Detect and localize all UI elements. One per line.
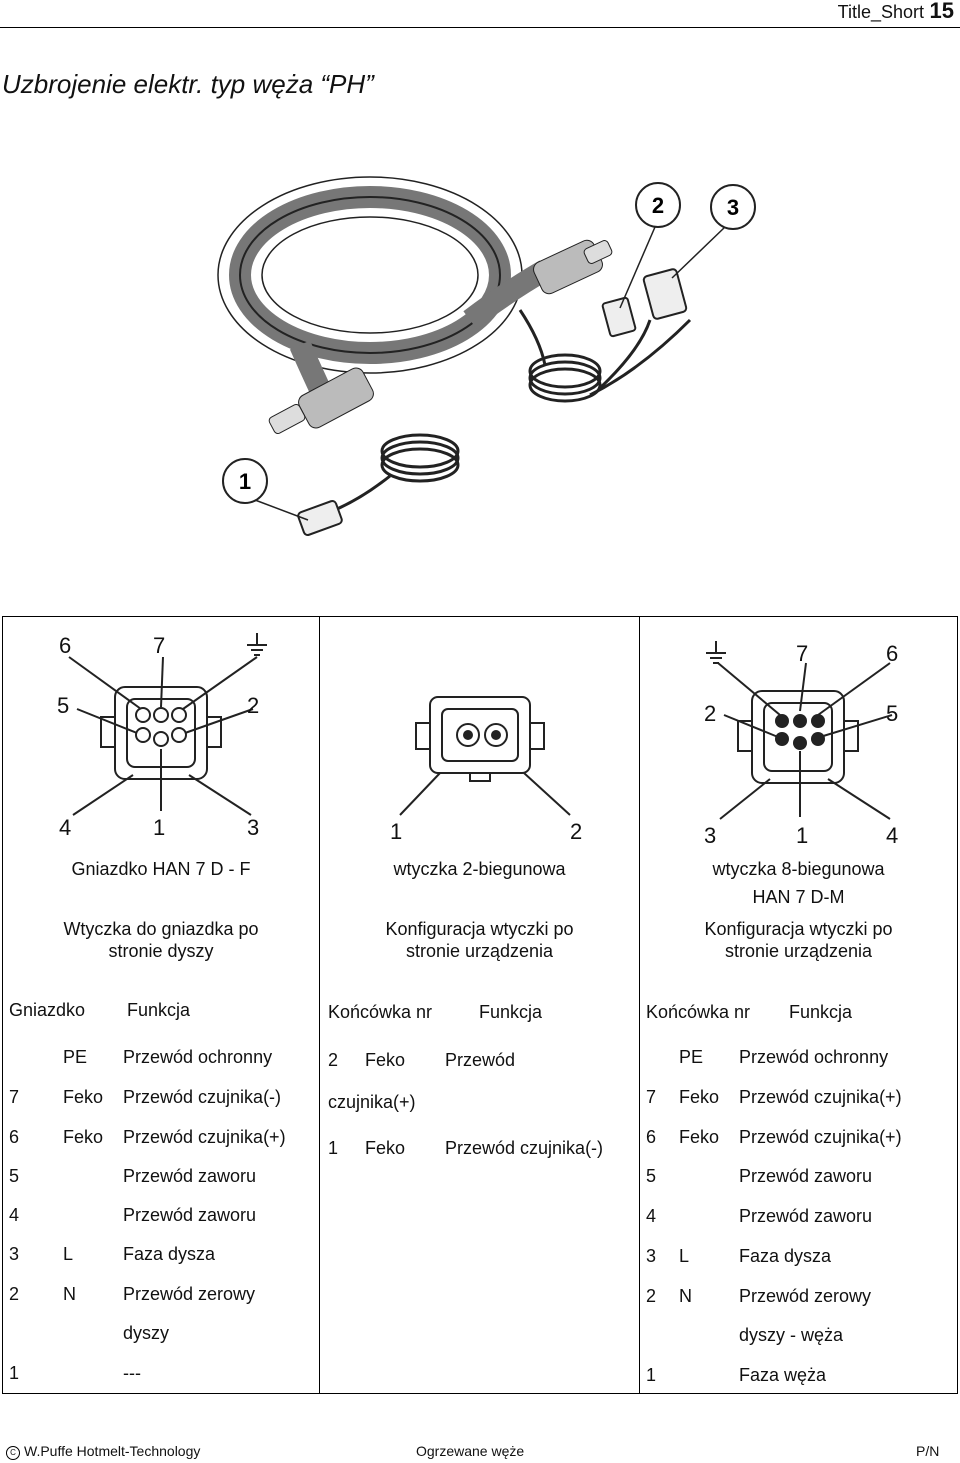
cable-coil-left bbox=[329, 433, 460, 514]
plug-2pin-diagram: 1 2 bbox=[390, 696, 582, 844]
svg-text:1: 1 bbox=[239, 469, 251, 494]
column-divider-2 bbox=[639, 617, 640, 1393]
header-title: Title_Short bbox=[837, 2, 924, 22]
left-connector-caption-1: Gniazdko HAN 7 D - F bbox=[71, 859, 251, 879]
callout-1: 1 bbox=[222, 458, 268, 504]
page-number: 15 bbox=[929, 0, 954, 23]
footer-center: Ogrzewane węże bbox=[416, 1443, 525, 1459]
right-table-header-function: Funkcja bbox=[789, 1002, 853, 1022]
pin-label: 5 bbox=[57, 693, 69, 718]
nozzle-end-fitting bbox=[268, 367, 374, 435]
pin-label: 4 bbox=[59, 815, 71, 840]
footer-right: P/N bbox=[916, 1443, 940, 1459]
right-connector-caption-2: Konfiguracja wtyczki po bbox=[704, 919, 893, 939]
svg-text:2: 2 bbox=[652, 193, 664, 218]
pin-label: 5 bbox=[886, 701, 898, 726]
pin-label: 3 bbox=[247, 815, 259, 840]
svg-text:3: 3 bbox=[727, 195, 739, 220]
middle-connector-caption-2: Konfiguracja wtyczki po bbox=[385, 919, 574, 939]
pin-label: 7 bbox=[796, 641, 808, 666]
plug-2pin bbox=[601, 296, 637, 338]
document-title: Uzbrojenie elektr. typ węża “PH” bbox=[2, 69, 374, 99]
middle-connector-caption-3: stronie urządzenia bbox=[405, 941, 554, 961]
pin-label: 2 bbox=[704, 701, 716, 726]
socket-7pin bbox=[297, 500, 343, 536]
socket-han7d-f-diagram: 6 7 5 2 4 1 3 bbox=[57, 633, 267, 840]
hose-illustration: 2 3 1 bbox=[217, 176, 756, 536]
earth-symbol-right bbox=[706, 641, 726, 664]
footer-company: W.Puffe Hotmelt-Technology bbox=[24, 1443, 201, 1459]
pin-label: 7 bbox=[153, 633, 165, 658]
copyright-icon: C bbox=[6, 1446, 20, 1460]
left-connector-caption-2: Wtyczka do gniazdka po bbox=[63, 919, 259, 939]
plug-8pin bbox=[642, 268, 688, 320]
left-connector-caption-3: stronie dyszy bbox=[108, 941, 214, 961]
left-table-header-pin: Gniazdko bbox=[9, 1000, 86, 1020]
callout-3: 3 bbox=[710, 184, 756, 230]
pin-label: 4 bbox=[886, 823, 898, 847]
coiled-hose bbox=[217, 176, 551, 415]
footer-left: C W.Puffe Hotmelt-Technology bbox=[6, 1442, 200, 1460]
middle-table-header-function: Funkcja bbox=[479, 1002, 543, 1022]
pin-label: 1 bbox=[796, 823, 808, 847]
machine-end-fitting bbox=[533, 239, 613, 295]
right-connector-caption-3: stronie urządzenia bbox=[724, 941, 873, 961]
pin-label: 1 bbox=[153, 815, 165, 840]
right-connector-caption-1b: HAN 7 D-M bbox=[752, 887, 845, 907]
pin-label: 6 bbox=[59, 633, 71, 658]
cable-coil-right bbox=[518, 309, 692, 403]
left-table-header-function: Funkcja bbox=[127, 1000, 191, 1020]
pin-label: 2 bbox=[570, 819, 582, 844]
pin-label: 2 bbox=[247, 693, 259, 718]
header-rule bbox=[0, 27, 960, 28]
right-connector-caption-1: wtyczka 8-biegunowa bbox=[712, 859, 885, 879]
pin-label: 6 bbox=[886, 641, 898, 666]
column-divider-1 bbox=[319, 617, 320, 1393]
pin-label: 1 bbox=[390, 819, 402, 844]
pin-assignment-panel: 6 7 5 2 4 1 3 1 2 bbox=[2, 616, 958, 1394]
plug-han7d-m-diagram: 7 6 2 5 3 1 4 bbox=[704, 641, 898, 847]
earth-symbol-left bbox=[247, 633, 267, 656]
callout-2: 2 bbox=[635, 182, 681, 228]
middle-table-header-pin: Końcówka nr bbox=[328, 1002, 433, 1022]
pin-label: 3 bbox=[704, 823, 716, 847]
middle-connector-caption-1: wtyczka 2-biegunowa bbox=[393, 859, 566, 879]
right-table-header-pin: Końcówka nr bbox=[646, 1002, 751, 1022]
